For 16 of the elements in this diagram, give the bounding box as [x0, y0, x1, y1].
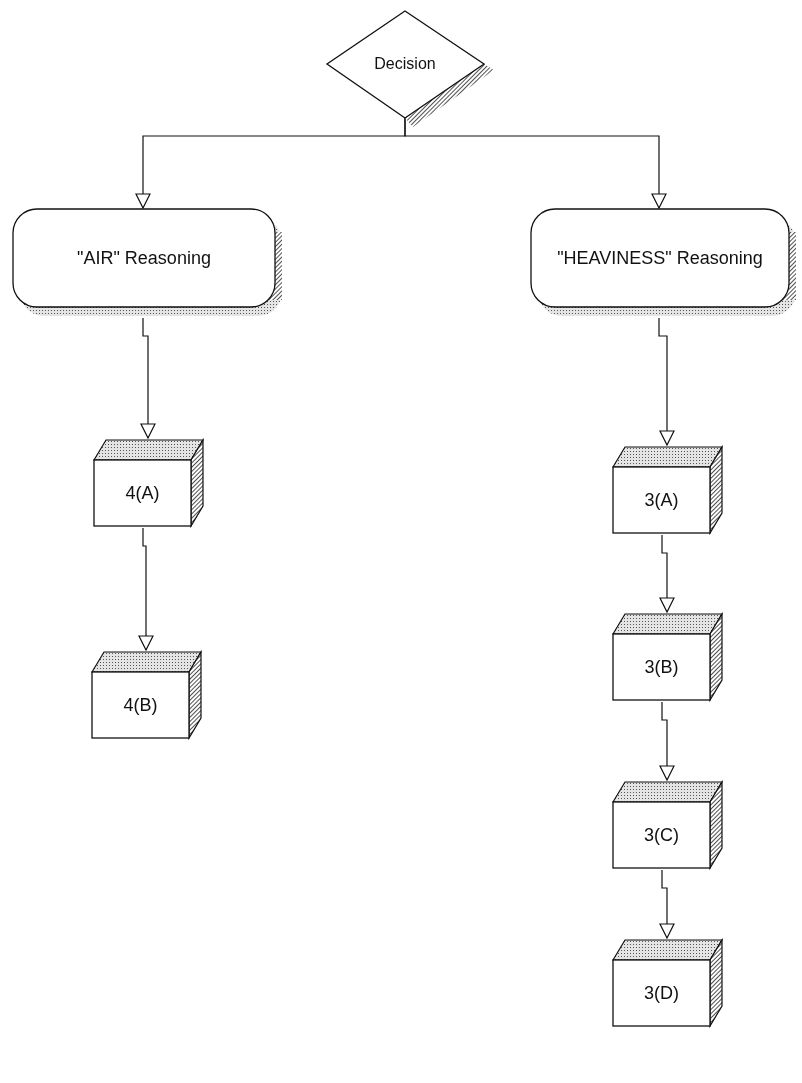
- arrow: [658, 317, 675, 446]
- arrow: [659, 534, 675, 613]
- node-label: "AIR" Reasoning: [77, 246, 211, 270]
- node-label: 3(A): [644, 488, 679, 512]
- node-label: 4(B): [123, 693, 158, 717]
- arrow: [659, 701, 675, 781]
- node-label: Decision: [374, 54, 436, 75]
- arrow: [659, 869, 675, 939]
- node-label: 3(B): [644, 655, 679, 679]
- node-label: "HEAVINESS" Reasoning: [557, 246, 763, 270]
- arrow: [404, 117, 667, 209]
- node-label: 4(A): [125, 481, 160, 505]
- arrow: [140, 317, 156, 439]
- arrow: [138, 527, 154, 651]
- node-label: 3(C): [644, 823, 679, 847]
- node-label: 3(D): [644, 981, 679, 1005]
